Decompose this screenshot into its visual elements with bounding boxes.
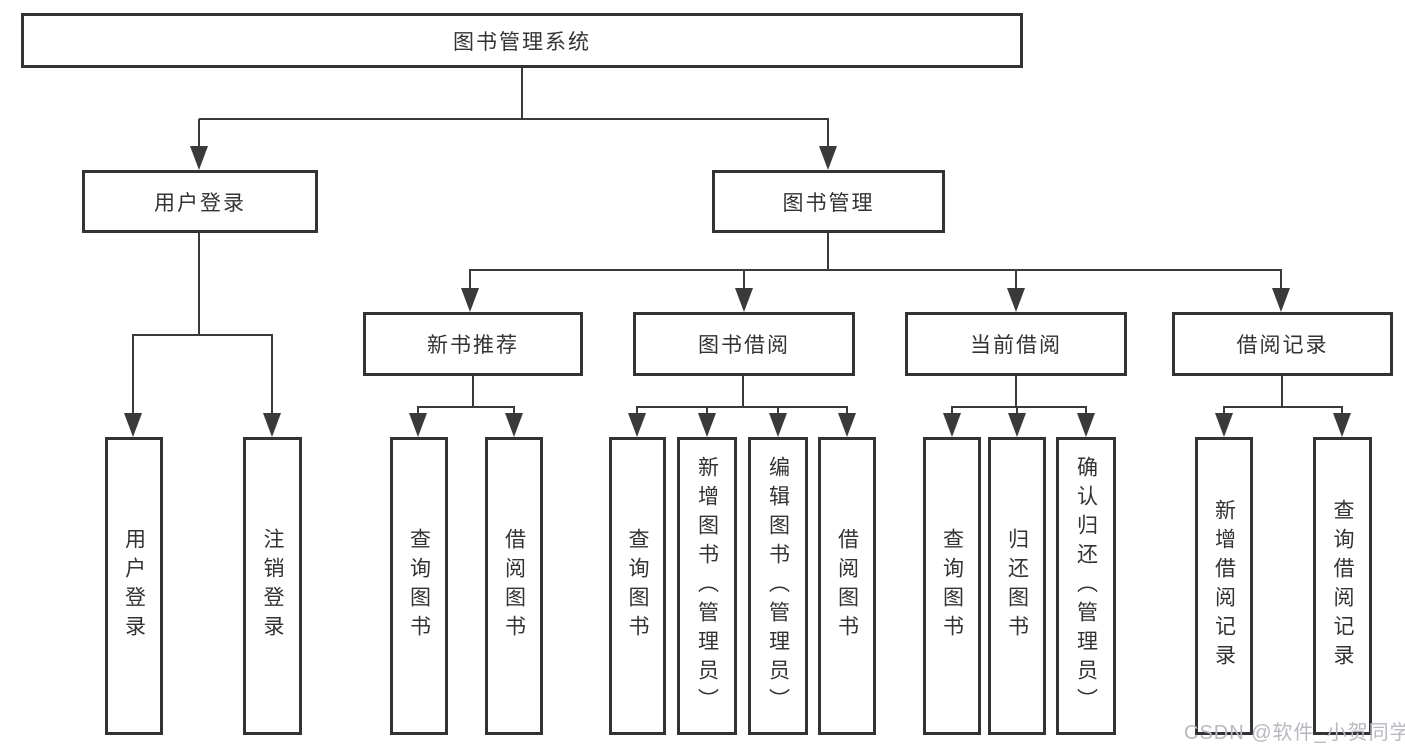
- arrowhead-confirm-return: [1077, 413, 1095, 437]
- leaf-return-book: 归还图书: [988, 437, 1046, 735]
- connector-book-borrowing-stem: [742, 376, 744, 408]
- arrowhead-current-borrowing: [1007, 288, 1025, 312]
- connector-drop: [513, 406, 515, 414]
- node-library-system: 图书管理系统: [21, 13, 1023, 68]
- connector-drop: [846, 406, 848, 414]
- leaf-query-books-current: 查询图书: [923, 437, 981, 735]
- connector-borrowing-records-bar: [1224, 406, 1342, 408]
- arrowhead-borrowing-records: [1272, 288, 1290, 312]
- leaf-confirm-return-admin: 确认归还（管理员）: [1056, 437, 1116, 735]
- connector-drop: [951, 406, 953, 414]
- watermark-text: CSDN @软件_小贺同学: [1184, 722, 1405, 744]
- connector-drop: [1085, 406, 1087, 414]
- arrowhead-add-book: [698, 413, 716, 437]
- leaf-add-borrow-record: 新增借阅记录: [1195, 437, 1253, 735]
- arrowhead-query-borrow-record: [1333, 413, 1351, 437]
- node-book-borrowing: 图书借阅: [633, 312, 855, 376]
- connector-new-book-stem: [472, 376, 474, 408]
- leaf-query-books-borrowing: 查询图书: [609, 437, 666, 735]
- connector-drop: [1341, 406, 1343, 414]
- leaf-borrow-books-recommend: 借阅图书: [485, 437, 543, 735]
- node-book-management: 图书管理: [712, 170, 945, 233]
- leaf-borrow-books: 借阅图书: [818, 437, 876, 735]
- node-user-login: 用户登录: [82, 170, 318, 233]
- connector-drop: [417, 406, 419, 414]
- arrowhead-new-book: [461, 288, 479, 312]
- arrowhead-query-books-3: [943, 413, 961, 437]
- arrowhead-query-books-1: [409, 413, 427, 437]
- connector-drop-new-book: [469, 270, 471, 289]
- leaf-user-login: 用户登录: [105, 437, 163, 735]
- connector-drop-user-login: [198, 119, 200, 147]
- connector-new-book-bar: [418, 406, 514, 408]
- arrowhead-book-borrowing: [735, 288, 753, 312]
- connector-book-borrowing-bar: [637, 406, 847, 408]
- node-new-book-recommend: 新书推荐: [363, 312, 583, 376]
- connector-drop-current-borrowing: [1015, 270, 1017, 289]
- arrowhead-borrow-books-2: [838, 413, 856, 437]
- connector-drop-book-management: [827, 119, 829, 147]
- arrowhead-query-books-2: [628, 413, 646, 437]
- leaf-logout: 注销登录: [243, 437, 302, 735]
- connector-user-login-stem: [198, 233, 200, 336]
- arrowhead-user-login: [190, 146, 208, 170]
- connector-drop: [636, 406, 638, 414]
- connector-book-management-stem: [827, 233, 829, 271]
- connector-drop-book-borrowing: [743, 270, 745, 289]
- connector-drop: [1223, 406, 1225, 414]
- arrowhead-return-book: [1008, 413, 1026, 437]
- connector-user-login-bar: [133, 334, 273, 336]
- leaf-query-borrow-record: 查询借阅记录: [1313, 437, 1372, 735]
- connector-drop-leaf-logout: [271, 334, 273, 414]
- connector-level3-bar: [469, 269, 1282, 271]
- node-borrowing-records: 借阅记录: [1172, 312, 1393, 376]
- leaf-edit-book-admin: 编辑图书（管理员）: [748, 437, 808, 735]
- arrowhead-leaf-user-login: [124, 413, 142, 437]
- connector-drop-borrowing-records: [1280, 270, 1282, 289]
- arrowhead-leaf-logout: [263, 413, 281, 437]
- connector-drop: [706, 406, 708, 414]
- connector-drop: [777, 406, 779, 414]
- arrowhead-edit-book: [769, 413, 787, 437]
- leaf-add-book-admin: 新增图书（管理员）: [677, 437, 737, 735]
- connector-borrowing-records-stem: [1281, 376, 1283, 408]
- node-current-borrowing: 当前借阅: [905, 312, 1127, 376]
- arrowhead-book-management: [819, 146, 837, 170]
- connector-level2-bar: [199, 118, 829, 120]
- arrowhead-add-borrow-record: [1215, 413, 1233, 437]
- arrowhead-borrow-books-1: [505, 413, 523, 437]
- connector-current-borrowing-stem: [1015, 376, 1017, 408]
- leaf-query-books-recommend: 查询图书: [390, 437, 448, 735]
- connector-root-stem: [521, 68, 523, 120]
- connector-drop-leaf-user-login: [132, 334, 134, 414]
- connector-current-borrowing-bar: [952, 406, 1086, 408]
- connector-drop: [1016, 406, 1018, 414]
